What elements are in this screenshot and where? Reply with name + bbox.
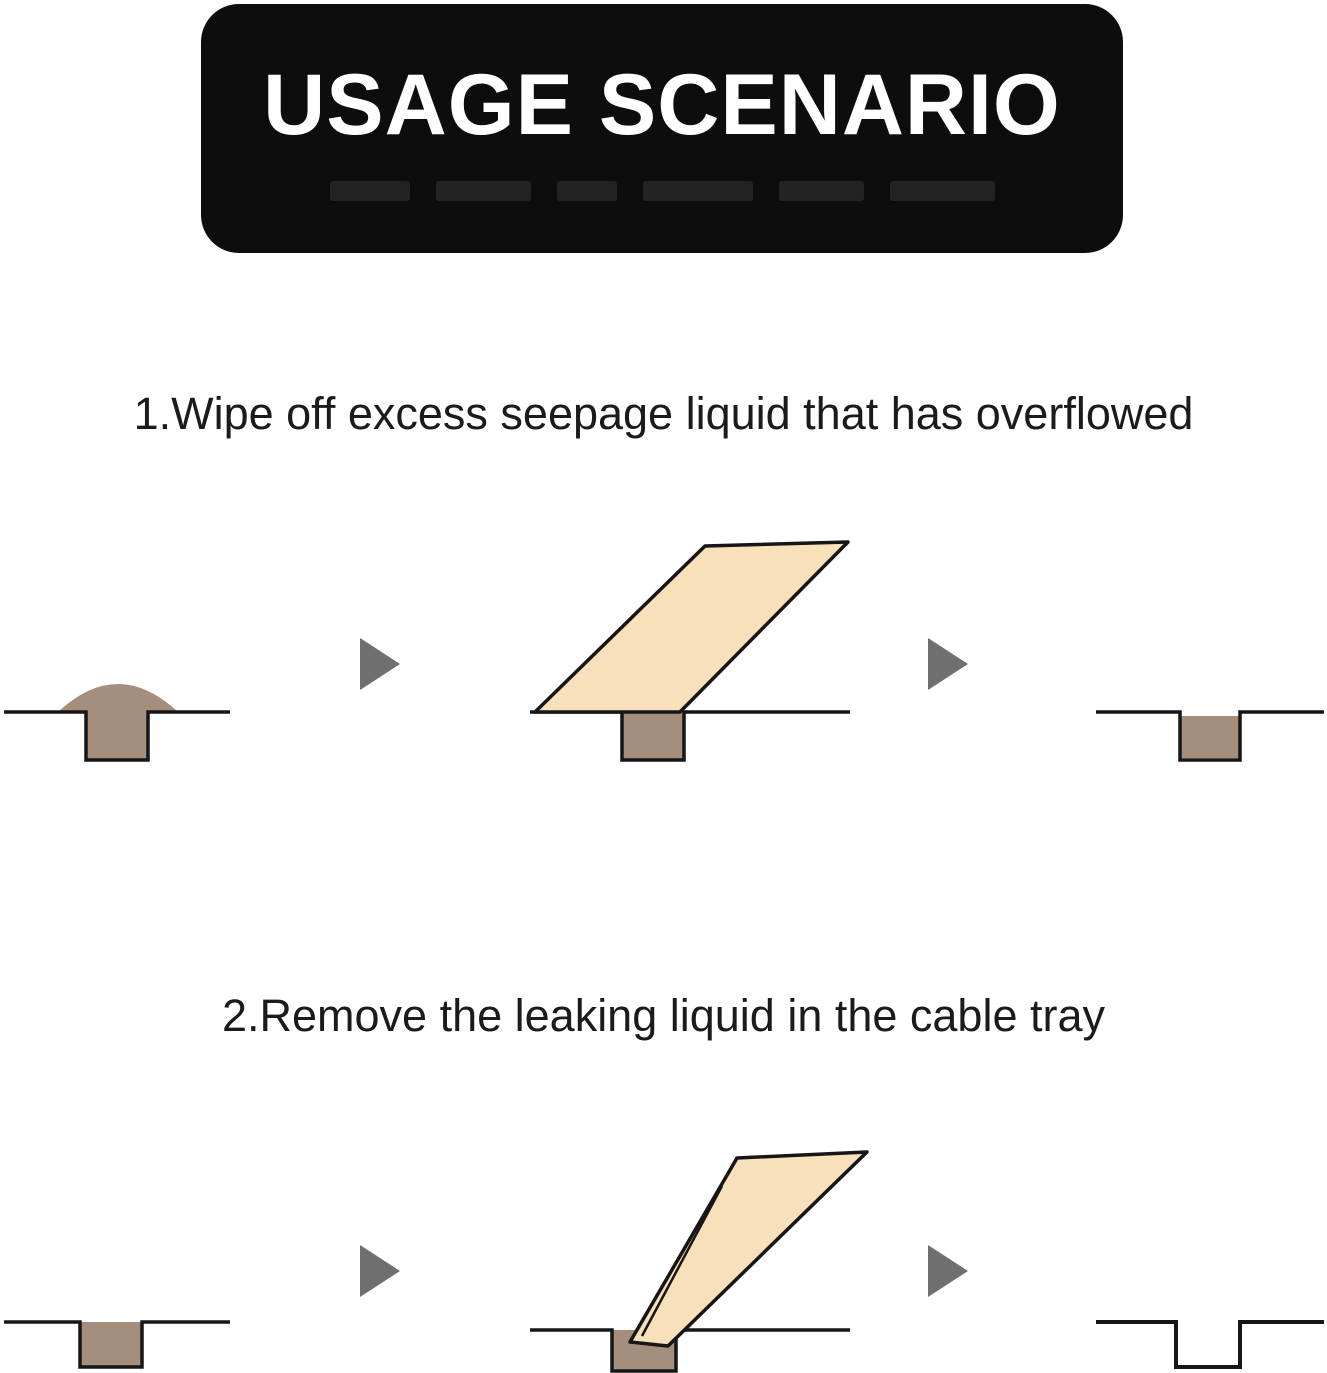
groove-liquid-fill <box>1181 716 1239 758</box>
groove-filled-diagram <box>4 1320 230 1369</box>
insert-card-diagram <box>530 1150 869 1373</box>
step-1-diagram <box>4 540 1324 762</box>
groove-outline <box>530 710 850 762</box>
faint-text-block <box>556 181 617 201</box>
faint-text-block <box>642 181 753 201</box>
faint-text-block <box>889 181 995 201</box>
arrow-right-icon <box>360 638 400 690</box>
wipe-card-diagram <box>530 540 850 762</box>
groove-outline <box>4 710 230 762</box>
step-1-heading: 1.Wipe off excess seepage liquid that ha… <box>133 388 1194 439</box>
groove-flush-diagram <box>1096 710 1324 762</box>
arrow-right-icon <box>928 638 968 690</box>
faint-text-block <box>435 181 531 201</box>
faint-text-block <box>329 181 410 201</box>
groove-outline <box>1096 710 1324 762</box>
faint-text-block <box>778 181 864 201</box>
groove-liquid-fill <box>623 712 683 759</box>
groove-liquid-fill <box>81 1322 141 1366</box>
wiper-card <box>533 540 850 714</box>
title-banner: USAGE SCENARIO <box>201 4 1123 253</box>
page-title: USAGE SCENARIO <box>263 57 1061 153</box>
arrow-right-icon <box>928 1245 968 1297</box>
arrow-right-icon <box>360 1245 400 1297</box>
groove-overflow-diagram <box>4 684 230 762</box>
groove-outline <box>530 1328 850 1373</box>
groove-outline <box>4 1320 230 1369</box>
faint-subtitle-row <box>329 181 995 201</box>
card-fold-crease <box>640 1185 724 1337</box>
groove-empty-diagram <box>1096 1320 1324 1369</box>
groove-liquid-fill <box>87 712 147 759</box>
overflow-liquid-dome <box>58 684 178 712</box>
groove-outline <box>1096 1320 1324 1369</box>
step-2-diagram <box>4 1150 1324 1373</box>
step-2-heading: 2.Remove the leaking liquid in the cable… <box>221 990 1105 1041</box>
folded-card <box>628 1150 869 1348</box>
